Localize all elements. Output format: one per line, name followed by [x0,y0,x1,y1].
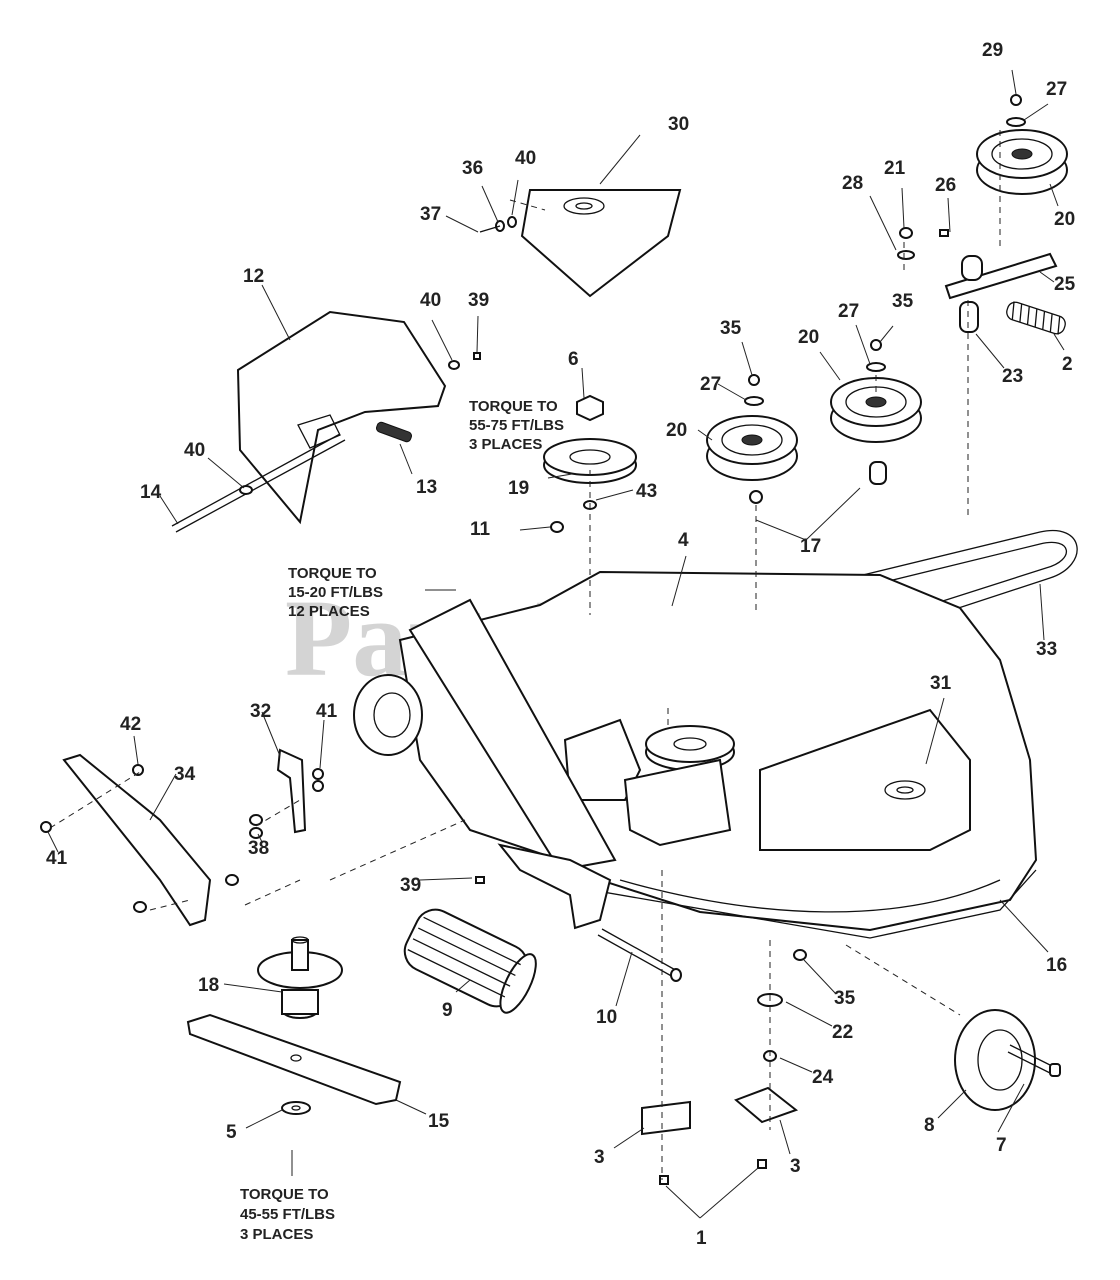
callout-40: 40 [420,290,441,311]
belt-cover-shape [520,189,682,298]
callout-43: 43 [636,481,657,502]
torque-note-line: TORQUE TO [469,398,558,415]
callout-36: 36 [462,158,483,179]
callout-18: 18 [198,975,219,996]
torque-note-line: 45-55 FT/LBS [240,1206,335,1223]
callout-16: 16 [1046,955,1067,976]
callout-41: 41 [316,701,338,722]
callout-31: 31 [930,673,952,694]
callout-37: 37 [420,204,441,225]
torque-note-line: 3 PLACES [240,1226,313,1243]
callout-28: 28 [842,173,863,194]
callout-35: 35 [892,291,914,312]
callout-38: 38 [248,838,269,859]
callout-26: 26 [935,175,956,196]
callout-20: 20 [798,327,819,348]
callout-39: 39 [468,290,489,311]
callout-3: 3 [790,1156,801,1177]
callout-40: 40 [184,440,205,461]
callout-17: 17 [800,536,821,557]
callout-8: 8 [924,1115,935,1136]
callout-5: 5 [226,1122,237,1143]
torque-note-line: 12 PLACES [288,603,370,620]
callout-30: 30 [668,114,689,135]
callout-20: 20 [666,420,687,441]
callout-3: 3 [594,1147,605,1168]
callout-27: 27 [838,301,859,322]
torque-note-line: TORQUE TO [288,565,377,582]
callout-4: 4 [678,530,689,551]
callout-35: 35 [834,988,856,1009]
callout-35: 35 [720,318,742,339]
callout-40: 40 [515,148,536,169]
torque-note-deck-bolts: TORQUE TO 15-20 FT/LBS 12 PLACES [288,565,383,620]
callout-22: 22 [832,1022,853,1043]
callout-21: 21 [884,158,906,179]
callout-2: 2 [1062,354,1073,375]
idler-pulley-right-shape [976,129,1068,195]
callout-7: 7 [996,1135,1007,1156]
idler-pulley-left-shape [706,415,798,481]
callout-23: 23 [1002,366,1023,387]
callout-10: 10 [596,1007,617,1028]
idler-pulley-center-shape [830,377,922,443]
torque-note-blade-pulley: TORQUE TO 55-75 FT/LBS 3 PLACES [469,398,564,453]
callout-24: 24 [812,1067,834,1088]
callout-20: 20 [1054,209,1075,230]
torque-note-line: TORQUE TO [240,1186,329,1203]
torque-note-line: 3 PLACES [469,436,542,453]
torque-note-line: 55-75 FT/LBS [469,417,564,434]
callout-6: 6 [568,349,579,370]
callout-13: 13 [416,477,437,498]
callout-41: 41 [46,848,68,869]
callout-32: 32 [250,701,271,722]
callout-39: 39 [400,875,421,896]
callout-14: 14 [140,482,162,503]
callout-27: 27 [700,374,721,395]
callout-27: 27 [1046,79,1067,100]
discharge-chute-shape [236,310,447,525]
deck-drawing [40,69,1078,1219]
torque-note-line: 15-20 FT/LBS [288,584,383,601]
callout-25: 25 [1054,274,1076,295]
callout-9: 9 [442,1000,453,1021]
callout-33: 33 [1036,639,1057,660]
callout-11: 11 [470,519,491,540]
callout-29: 29 [982,40,1003,61]
callout-1: 1 [696,1228,707,1249]
callout-12: 12 [243,266,264,287]
callout-34: 34 [174,764,196,785]
part-callouts: 30 36 40 37 12 40 39 6 40 14 13 19 43 11… [46,40,1076,1249]
callout-42: 42 [120,714,141,735]
callout-15: 15 [428,1111,450,1132]
torque-note-blade-bolt: TORQUE TO 45-55 FT/LBS 3 PLACES [240,1186,335,1243]
callout-19: 19 [508,478,529,499]
